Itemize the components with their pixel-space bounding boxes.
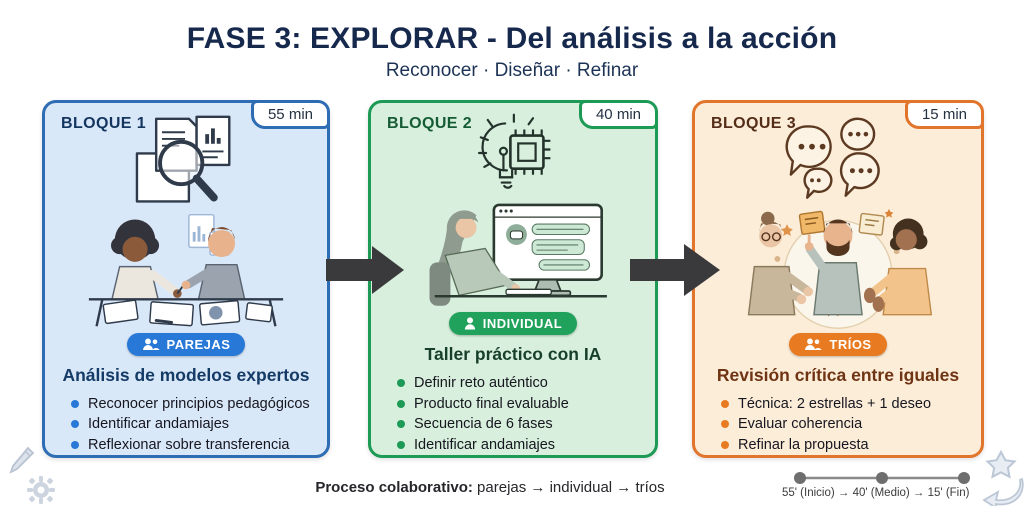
single-person-icon bbox=[464, 317, 475, 330]
star-icon bbox=[985, 450, 1017, 479]
bullet-dot bbox=[721, 440, 729, 449]
block-3-label: BLOQUE 3 bbox=[711, 115, 796, 132]
bullet-item: Identificar andamiajes bbox=[71, 414, 310, 435]
pencil-icon bbox=[9, 446, 35, 474]
right-block-arrow bbox=[630, 244, 720, 296]
bullet-dot bbox=[71, 440, 79, 449]
documents-magnifier-icon bbox=[135, 115, 231, 203]
bullet-dot bbox=[397, 379, 405, 387]
individual-badge-label: INDIVIDUAL bbox=[482, 316, 563, 331]
two-people-icon bbox=[142, 338, 160, 350]
process-summary: Proceso colaborativo: parejas → individu… bbox=[150, 479, 830, 496]
block-1-heading: Análisis de modelos expertos bbox=[62, 364, 310, 385]
three-people-discussion-scene bbox=[747, 209, 933, 329]
two-people-icon bbox=[805, 338, 822, 350]
timeline-dots-icon bbox=[794, 472, 970, 484]
process-summary-value: parejas → individual → tríos bbox=[472, 479, 665, 496]
page-subtitle: Reconocer · Diseñar · Refinar bbox=[385, 60, 639, 81]
process-summary-label: Proceso colaborativo: bbox=[315, 479, 473, 496]
block-1-label: BLOQUE 1 bbox=[61, 115, 146, 132]
pairs-badge: PAREJAS bbox=[126, 332, 246, 356]
bullet-item: Refinar la propuesta bbox=[721, 435, 931, 456]
individual-badge: INDIVIDUAL bbox=[448, 312, 578, 335]
block-2-bullet-list: Definir reto auténtico Producto final ev… bbox=[371, 373, 577, 455]
pairs-badge-label: PAREJAS bbox=[166, 336, 231, 352]
bullet-item: Evaluar coherencia bbox=[721, 414, 931, 435]
block-2-duration-badge: 40 min bbox=[578, 100, 658, 129]
block-2-heading: Taller práctico con IA bbox=[424, 344, 602, 364]
block-1-duration-badge: 55 min bbox=[250, 100, 330, 129]
block-3-card: BLOQUE 3 15 min bbox=[692, 100, 984, 458]
block-3-duration-badge: 15 min bbox=[904, 100, 984, 129]
bullet-item: Reconocer principios pedagógicos bbox=[71, 394, 310, 415]
person-at-computer-scene bbox=[429, 204, 607, 307]
block-1-card: BLOQUE 1 55 min bbox=[42, 100, 330, 458]
bullet-dot bbox=[397, 420, 405, 428]
gear-icon bbox=[27, 476, 55, 504]
right-block-arrow bbox=[326, 246, 404, 294]
block-3-bullet-list: Técnica: 2 estrellas + 1 deseo Evaluar c… bbox=[695, 394, 939, 456]
bullet-item: Producto final evaluable bbox=[397, 394, 569, 415]
two-people-working-scene bbox=[88, 214, 284, 327]
bullet-item: Secuencia de 6 fases bbox=[397, 414, 569, 435]
timeline: 55' (Inicio) → 40' (Medio) → 15' (Fin) bbox=[782, 470, 997, 499]
bullet-dot bbox=[721, 420, 729, 428]
speech-bubbles-icon bbox=[785, 117, 880, 199]
trios-badge-label: TRÍOS bbox=[829, 336, 872, 352]
lightbulb-chip-icon bbox=[478, 113, 551, 189]
bullet-dot bbox=[397, 440, 405, 449]
timeline-label: 55' (Inicio) → 40' (Medio) → 15' (Fin) bbox=[782, 487, 970, 499]
trios-badge: TRÍOS bbox=[789, 332, 887, 356]
bullet-item: Identificar andamiajes bbox=[397, 435, 569, 456]
bullet-dot bbox=[71, 420, 79, 428]
bullet-dot bbox=[721, 399, 729, 408]
block-2-label: BLOQUE 2 bbox=[387, 115, 472, 132]
bullet-item: Definir reto auténtico bbox=[397, 373, 569, 394]
bullet-item: Reflexionar sobre transferencia bbox=[71, 435, 310, 456]
bullet-dot bbox=[71, 399, 79, 408]
bullet-item: Técnica: 2 estrellas + 1 deseo bbox=[721, 394, 931, 415]
block-2-card: BLOQUE 2 40 min bbox=[368, 100, 658, 458]
block-1-bullet-list: Reconocer principios pedagógicos Identif… bbox=[45, 394, 318, 456]
bullet-dot bbox=[397, 399, 405, 408]
page-title: FASE 3: EXPLORAR - Del análisis a la acc… bbox=[186, 22, 838, 55]
block-3-heading: Revisión crítica entre iguales bbox=[716, 364, 960, 385]
curved-arrow-icon bbox=[982, 478, 1024, 506]
